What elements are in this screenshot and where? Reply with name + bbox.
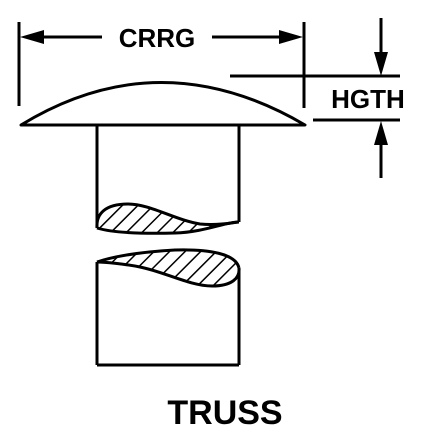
upper-break-hatch [96,204,239,234]
crrg-arrow-left [20,30,44,44]
crrg-arrow-right [279,30,303,44]
hgth-arrow-top [374,52,388,76]
diagram-title: TRUSS [167,394,282,432]
lower-shank [95,248,241,367]
truss-head [19,81,307,127]
upper-shank [95,125,241,235]
crrg-label: CRRG [119,23,196,53]
hgth-label: HGTH [331,84,405,114]
lower-break-hatch [97,249,240,286]
crrg-dimension: CRRG [17,22,306,108]
hgth-dimension: HGTH [230,18,405,178]
lower-break-line [96,260,241,288]
hgth-arrow-bottom [374,121,388,145]
